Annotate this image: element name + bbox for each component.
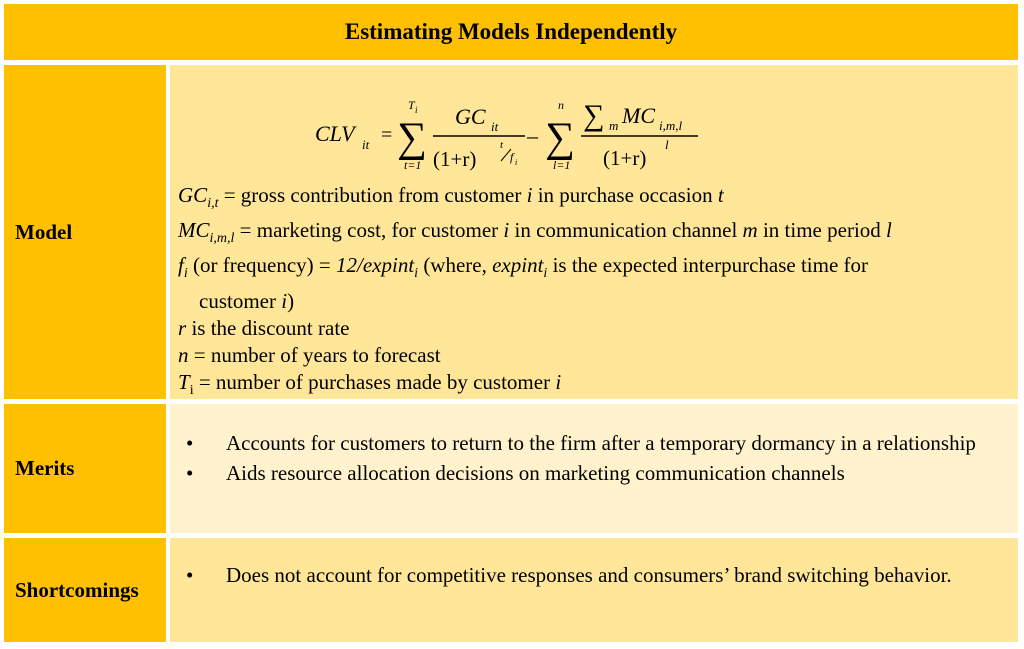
definition-gc: GCi,t = gross contribution from customer… xyxy=(178,183,724,212)
sum2-upper: n xyxy=(558,98,564,112)
frac2-exp: l xyxy=(665,137,669,152)
frac1-numerator: GC xyxy=(455,104,486,129)
sum1-upper: T xyxy=(408,98,416,112)
definition-discount-rate: r is the discount rate xyxy=(178,315,350,340)
formula-lhs: CLV xyxy=(315,121,357,146)
merits-content: Accounts for customers to return to the … xyxy=(170,404,1018,533)
variable-definitions: GCi,t = gross contribution from customer… xyxy=(178,182,1008,404)
frac1-exp-den: f xyxy=(510,150,515,164)
definition-mc: MCi,m,l = marketing cost, for customer i… xyxy=(178,218,892,247)
formula-equals: = xyxy=(381,124,392,146)
row-label-merits: Merits xyxy=(4,404,166,533)
sum2-lower: l=1 xyxy=(553,158,570,172)
model-content: CLV it = T i ∑ t=1 GC it (1+r) t f i – n… xyxy=(170,65,1018,399)
frac2-inner-sum-sub: m xyxy=(609,118,618,133)
list-item: Aids resource allocation decisions on ma… xyxy=(186,460,986,487)
formula-lhs-sub: it xyxy=(362,137,370,152)
sum2-sigma: ∑ xyxy=(545,115,575,161)
frac2-numerator: MC xyxy=(621,103,655,128)
frac1-denominator: (1+r) xyxy=(433,147,476,171)
frac1-exp-num: t xyxy=(500,139,504,151)
row-label-model: Model xyxy=(4,65,166,399)
list-item: Accounts for customers to return to the … xyxy=(186,430,986,457)
sum1-sigma: ∑ xyxy=(397,115,427,161)
frac1-exp-den-sub: i xyxy=(515,158,517,167)
sum1-upper-sub: i xyxy=(415,105,418,115)
list-item: Does not account for competitive respons… xyxy=(186,562,986,589)
shortcomings-list: Does not account for competitive respons… xyxy=(186,562,986,589)
definition-frequency-continued: customer i) xyxy=(199,288,295,313)
table-title: Estimating Models Independently xyxy=(4,4,1018,60)
frac2-denominator: (1+r) xyxy=(603,146,646,170)
definition-purchases: Ti = number of purchases made by custome… xyxy=(178,369,562,398)
frac2-inner-sigma: ∑ xyxy=(583,99,604,132)
sum1-lower: t=1 xyxy=(404,158,421,172)
frac2-numerator-sub: i,m,l xyxy=(659,118,683,133)
frac1-numerator-sub: it xyxy=(491,119,499,134)
frac1-exp-slash xyxy=(500,148,512,162)
formula-minus: – xyxy=(526,123,539,148)
definition-years: n = number of years to forecast xyxy=(178,342,441,367)
definition-frequency: fi (or frequency) = 12/expinti (where, e… xyxy=(178,253,869,282)
clv-formula: CLV it = T i ∑ t=1 GC it (1+r) t f i – n… xyxy=(315,93,735,173)
merits-list: Accounts for customers to return to the … xyxy=(186,430,986,487)
shortcomings-content: Does not account for competitive respons… xyxy=(170,538,1018,642)
row-label-shortcomings: Shortcomings xyxy=(4,538,166,642)
